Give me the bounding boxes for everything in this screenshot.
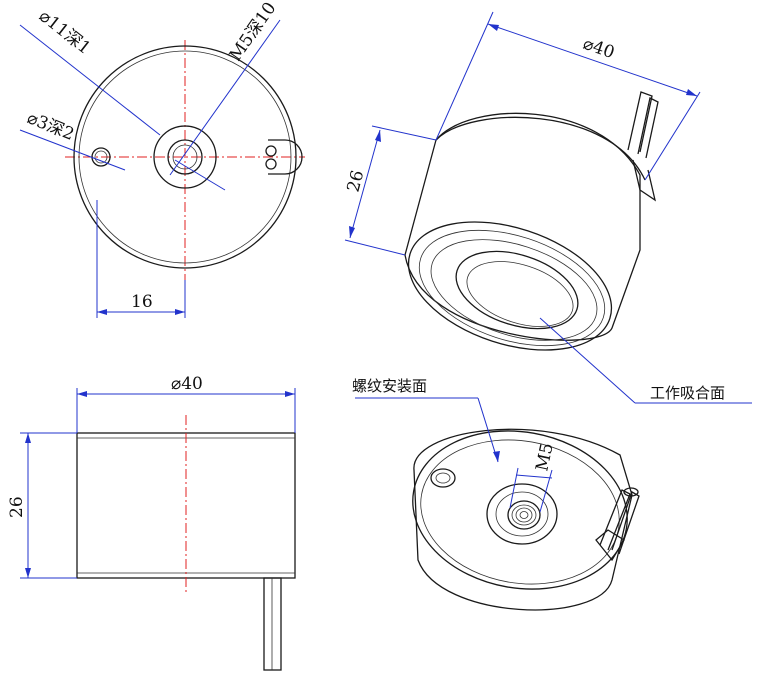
bottom-face-inner xyxy=(420,439,620,585)
iso-view-top: ⌀40 26 工作吸合面 xyxy=(344,11,752,404)
label-center-bore: ⌀11深1 xyxy=(35,6,94,59)
front-lead-wire xyxy=(263,577,282,671)
front-view: ⌀40 26 xyxy=(7,374,296,671)
leader-small-hole xyxy=(19,129,126,171)
arrow-front-40-left xyxy=(77,391,87,397)
arrow-mount-face xyxy=(493,451,500,462)
dim-text-26-front: 26 xyxy=(7,496,27,518)
small-hole-inner xyxy=(94,150,108,164)
bottom-small-hole-inner xyxy=(435,472,451,484)
arrow-left xyxy=(97,309,107,315)
bottom-thread-2 xyxy=(515,507,533,523)
dim-line-m5 xyxy=(515,474,553,479)
lead-wire-2 xyxy=(637,97,659,159)
ext-line-40-left xyxy=(435,11,494,141)
thread-inner-circle xyxy=(172,144,198,170)
front-face-ring xyxy=(418,229,606,347)
outer-circle xyxy=(73,45,297,269)
bottom-face-outer xyxy=(412,430,628,590)
cylinder-body xyxy=(404,112,641,341)
iso-view-bottom: 螺纹安装面 M5 xyxy=(352,377,640,611)
arrow-front-40-right xyxy=(285,391,295,397)
wire-hole-top xyxy=(265,145,277,157)
wire-hole-bottom xyxy=(265,158,277,170)
bottom-boss-inner xyxy=(495,491,549,537)
pole-face xyxy=(455,250,579,330)
bottom-cylinder-body xyxy=(413,428,633,611)
wire-slot xyxy=(268,139,303,175)
front-face-outer xyxy=(407,221,613,351)
ext-line-26-bottom xyxy=(344,239,406,256)
dim-line-40 xyxy=(487,23,698,97)
leader-working-face xyxy=(539,317,636,404)
front-face-inner-ring xyxy=(430,239,598,341)
label-working-face: 工作吸合面 xyxy=(650,384,725,402)
leader-mount-face xyxy=(477,397,499,463)
dim-text-26-iso: 26 xyxy=(344,168,369,194)
arrow-40-right xyxy=(686,89,697,96)
center-bore-circle xyxy=(153,125,217,189)
bottom-lead-wire-2 xyxy=(611,491,640,555)
outer-chamfer-circle xyxy=(78,50,292,264)
bottom-thread-outer xyxy=(507,500,541,530)
arrow-26-top xyxy=(375,130,381,142)
leader-thread xyxy=(169,19,281,176)
wire-notch xyxy=(632,159,657,202)
dim-text-40-iso: ⌀40 xyxy=(580,34,617,63)
arrow-front-26-bottom xyxy=(25,568,31,578)
bottom-lead-tip xyxy=(623,487,639,497)
dim-text-16: 16 xyxy=(131,292,153,312)
bottom-lead-wire-1 xyxy=(599,489,631,551)
arrow-26-bottom xyxy=(349,226,355,238)
arrow-right xyxy=(175,309,185,315)
arrow-40-left xyxy=(488,24,499,31)
label-mount-face: 螺纹安装面 xyxy=(352,377,427,395)
dim-line-26 xyxy=(349,129,381,239)
leader-center-bore xyxy=(19,24,161,136)
ext-m5-right xyxy=(539,469,553,513)
arrow-front-26-top xyxy=(25,433,31,443)
cylinder-top-edge xyxy=(435,116,646,181)
lead-wire-1 xyxy=(627,91,653,153)
pole-face-inner xyxy=(466,261,574,327)
bottom-boss xyxy=(486,483,558,545)
bottom-thread-3 xyxy=(519,511,529,519)
ext-line-26-top xyxy=(371,125,437,141)
top-view: 16 ⌀11深1 M5深10 ⌀3深2 xyxy=(19,0,305,318)
bottom-small-hole xyxy=(430,468,456,488)
thread-outer-circle xyxy=(167,139,203,175)
bottom-thread-1 xyxy=(511,504,537,526)
leader-thread-tail xyxy=(174,159,226,191)
label-small-hole: ⌀3深2 xyxy=(24,108,77,145)
ext-line-40-right xyxy=(644,91,701,181)
dim-text-m5: M5 xyxy=(532,441,557,473)
label-thread-depth: M5深10 xyxy=(226,0,281,65)
dim-text-40-front: ⌀40 xyxy=(171,374,203,394)
